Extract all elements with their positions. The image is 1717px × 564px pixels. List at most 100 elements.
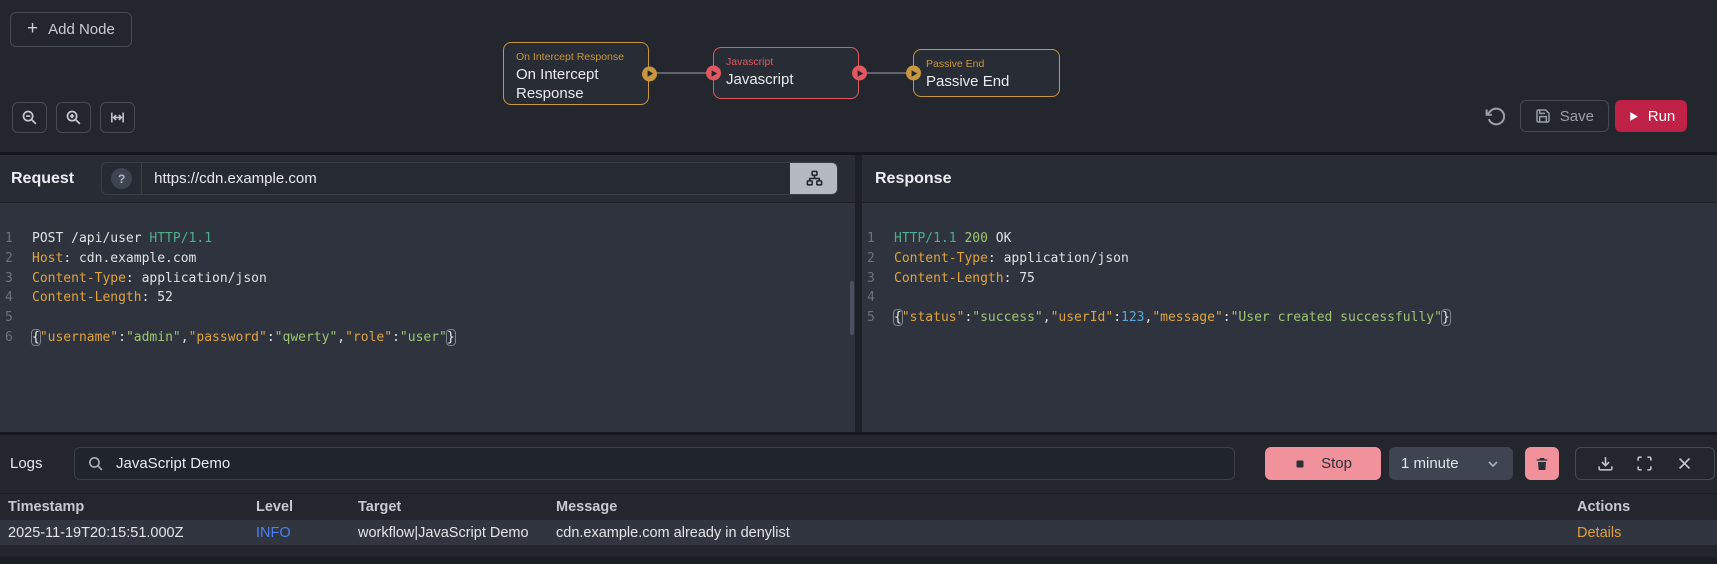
port-arrow-icon bbox=[711, 69, 717, 77]
connection-button[interactable] bbox=[790, 163, 838, 194]
line-number: 5 bbox=[5, 310, 13, 326]
download-logs-button[interactable] bbox=[1597, 455, 1614, 472]
code-token: { bbox=[32, 329, 40, 345]
clear-logs-button[interactable] bbox=[1525, 447, 1559, 480]
edge-connector bbox=[860, 72, 912, 74]
code-token: 123 bbox=[1121, 310, 1145, 326]
save-icon bbox=[1536, 109, 1550, 123]
code-token: : application/json bbox=[125, 270, 267, 286]
code-token: : bbox=[118, 329, 126, 345]
code-token: : cdn.example.com bbox=[63, 250, 197, 266]
logs-search-input[interactable] bbox=[114, 454, 1234, 473]
workflow-actions-toolbar: Save Run bbox=[1484, 100, 1687, 132]
node-input-port[interactable] bbox=[705, 65, 721, 81]
code-line: 5 bbox=[5, 308, 855, 328]
code-line: 3 Content-Length: 75 bbox=[867, 269, 1717, 289]
code-line: 5{"status":"success","userId":123,"messa… bbox=[867, 308, 1717, 328]
code-token: 200 bbox=[964, 231, 988, 246]
code-text: Host: cdn.example.com bbox=[32, 249, 196, 269]
code-text bbox=[894, 288, 902, 308]
code-token: : 75 bbox=[1003, 270, 1035, 286]
details-link[interactable]: Details bbox=[1577, 524, 1622, 541]
code-token: Host bbox=[32, 250, 64, 266]
code-token: : application/json bbox=[987, 250, 1129, 266]
column-header-level: Level bbox=[256, 499, 294, 515]
code-token: "success" bbox=[972, 310, 1043, 326]
code-token: "password" bbox=[188, 329, 267, 345]
zoom-in-button[interactable] bbox=[56, 102, 91, 133]
logs-window-controls bbox=[1575, 447, 1715, 480]
code-token: "User created successfully" bbox=[1230, 310, 1442, 326]
zoom-in-icon bbox=[66, 110, 81, 125]
code-token: "username" bbox=[39, 329, 119, 345]
code-token: { bbox=[894, 310, 902, 326]
logs-toolbar: Logs Stop 1 minute bbox=[0, 435, 1717, 480]
code-text: Content-Length: 75 bbox=[894, 269, 1035, 289]
logs-section: Logs Stop 1 minute bbox=[0, 432, 1717, 564]
node-output-port[interactable] bbox=[641, 66, 657, 81]
save-button[interactable]: Save bbox=[1519, 100, 1609, 132]
url-input[interactable] bbox=[142, 170, 790, 187]
logs-table: Timestamp Level Target Message Actions 2… bbox=[0, 493, 1717, 545]
interval-value: 1 minute bbox=[1401, 455, 1459, 472]
node-type-label: Passive End bbox=[926, 58, 985, 70]
help-icon[interactable]: ? bbox=[111, 168, 133, 189]
zoom-out-icon bbox=[22, 110, 37, 125]
line-number: 1 bbox=[867, 231, 875, 246]
stop-icon bbox=[1296, 460, 1304, 467]
panel-splitter[interactable] bbox=[855, 155, 862, 432]
column-header-target: Target bbox=[358, 499, 402, 515]
save-label: Save bbox=[1559, 107, 1594, 125]
node-output-port[interactable] bbox=[851, 65, 867, 81]
url-input-group: ? bbox=[101, 162, 838, 195]
request-header: Request ? bbox=[0, 155, 855, 203]
play-icon bbox=[1629, 111, 1638, 121]
code-token: "userId" bbox=[1050, 310, 1114, 326]
code-text: {"username":"admin","password":"qwerty",… bbox=[32, 328, 455, 348]
code-token: : bbox=[1113, 310, 1122, 326]
code-token: POST /api/user bbox=[32, 231, 150, 246]
column-header-actions: Actions bbox=[1577, 499, 1631, 515]
code-text: Content-Type: application/json bbox=[32, 269, 267, 289]
undo-button[interactable] bbox=[1484, 106, 1505, 127]
stop-button[interactable]: Stop bbox=[1265, 447, 1381, 480]
cell-target: workflow|JavaScript Demo bbox=[358, 524, 529, 541]
code-text bbox=[32, 308, 40, 328]
chevron-down-icon bbox=[1488, 460, 1498, 467]
search-icon bbox=[89, 457, 103, 471]
zoom-out-button[interactable] bbox=[12, 102, 47, 133]
code-token: } bbox=[1441, 310, 1450, 326]
run-label: Run bbox=[1647, 107, 1676, 125]
node-title: On Intercept Response bbox=[516, 66, 599, 102]
code-token: Content-Length bbox=[32, 290, 142, 306]
line-number: 3 bbox=[867, 270, 875, 286]
url-divider bbox=[141, 163, 143, 194]
add-node-button[interactable]: + Add Node bbox=[10, 12, 132, 47]
node-input-port[interactable] bbox=[905, 65, 921, 81]
expand-logs-button[interactable] bbox=[1636, 455, 1653, 472]
code-token: HTTP/1.1 bbox=[149, 231, 213, 246]
code-token: , bbox=[1144, 310, 1153, 326]
request-scrollbar[interactable] bbox=[850, 281, 854, 335]
fit-view-button[interactable] bbox=[100, 102, 135, 133]
line-number: 2 bbox=[867, 250, 875, 266]
interval-dropdown[interactable]: 1 minute bbox=[1389, 447, 1513, 480]
node-type-label: Javascript bbox=[726, 56, 774, 68]
code-token: , bbox=[1042, 310, 1051, 326]
run-button[interactable]: Run bbox=[1615, 100, 1687, 132]
add-node-label: Add Node bbox=[48, 21, 115, 38]
close-logs-button[interactable] bbox=[1676, 455, 1693, 472]
